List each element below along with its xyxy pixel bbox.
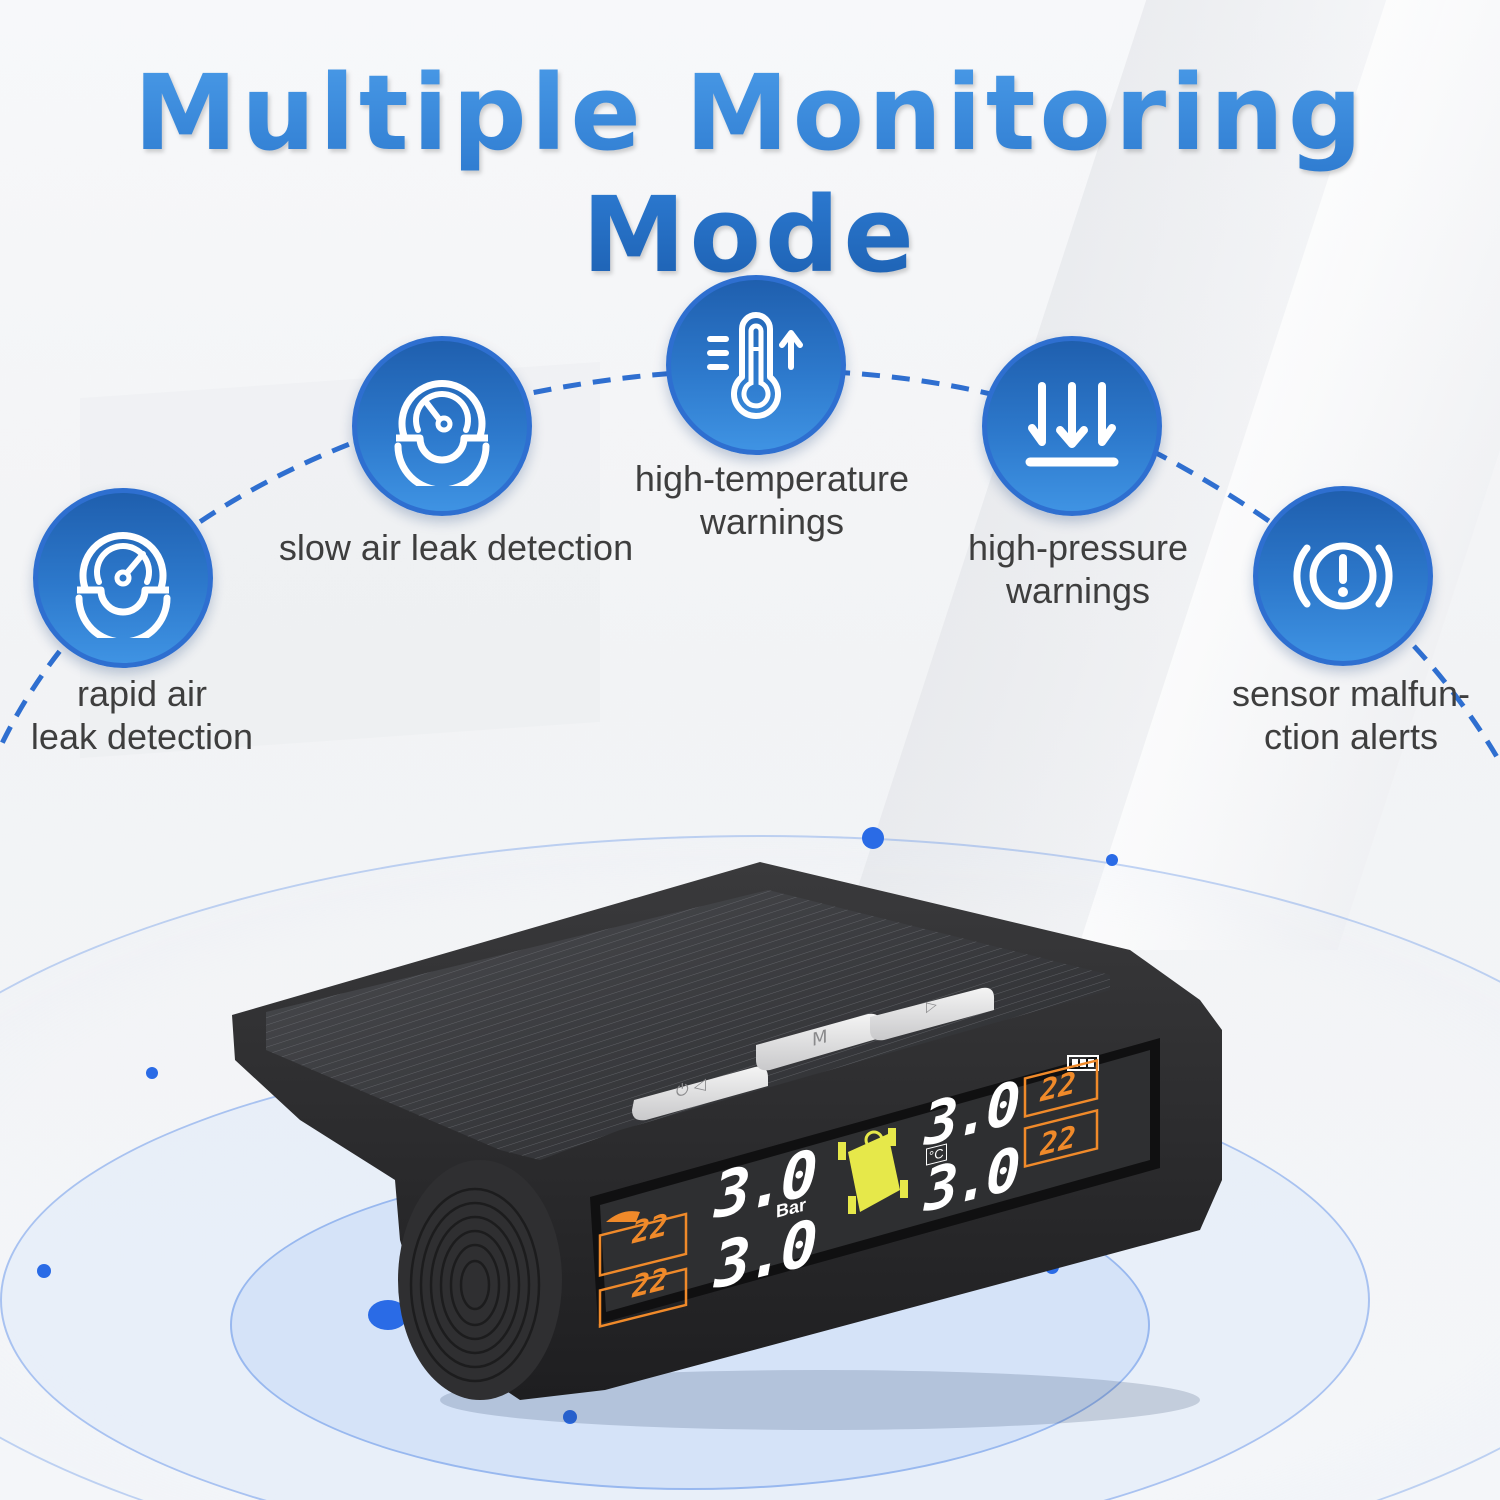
gauge-icon <box>75 532 171 638</box>
right-button[interactable]: ▷ <box>926 996 937 1016</box>
car-icon <box>838 1128 908 1214</box>
feature-label: high-temperature warnings <box>634 458 910 542</box>
feature-badge <box>982 336 1162 516</box>
feature-label: sensor malfun- ction alerts <box>1231 673 1471 757</box>
signal-dot <box>1106 854 1118 866</box>
feature-label: high-pressure warnings <box>967 527 1189 611</box>
thermometer-up-icon <box>707 312 803 419</box>
signal-dot <box>146 1067 158 1079</box>
feature-label: slow air leak detection <box>278 527 634 568</box>
alert-circle-icon <box>1293 542 1393 610</box>
page-title: Multiple Monitoring Mode <box>0 52 1500 296</box>
device-buttons <box>632 987 995 1121</box>
feature-label: rapid air leak detection <box>30 673 254 757</box>
signal-dot <box>563 1410 577 1424</box>
feature-badge <box>33 488 213 668</box>
lcd-display <box>598 1055 1099 1328</box>
mode-button[interactable]: M <box>812 1025 828 1052</box>
signal-dot <box>37 1264 51 1278</box>
tire-temp-icon <box>606 1211 640 1222</box>
pressure-down-arrows-icon <box>1025 382 1119 467</box>
feature-badge <box>666 275 846 455</box>
signal-dot <box>862 827 884 849</box>
feature-badge <box>352 336 532 516</box>
gauge-icon <box>394 380 490 486</box>
feature-badge <box>1253 486 1433 666</box>
